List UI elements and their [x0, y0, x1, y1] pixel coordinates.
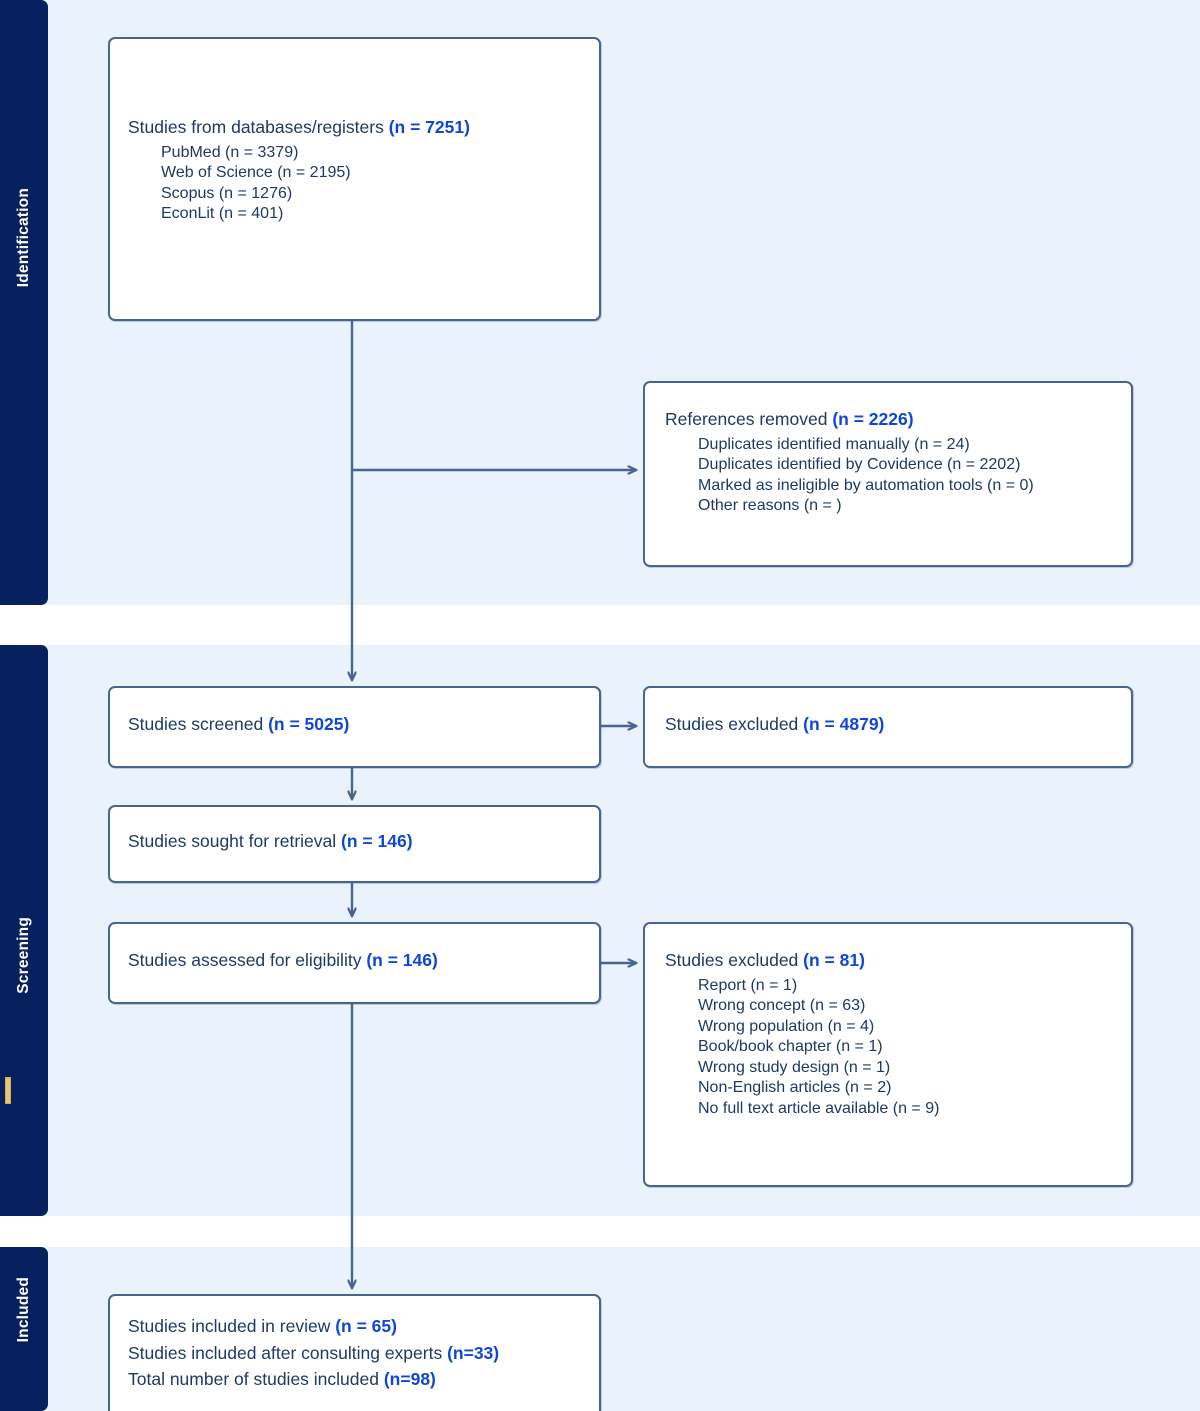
box-content: Studies assessed for eligibility (n = 14… [128, 950, 438, 970]
list-item: Duplicates identified manually (n = 24) [698, 435, 970, 453]
list-item: Non-English articles (n = 2) [698, 1079, 892, 1096]
box-studies-from-databases[interactable]: Studies from databases/registers (n = 72… [108, 37, 601, 321]
box-content: Studies excluded (n = 81) Report (n = 1)… [665, 950, 940, 1121]
box-content: Studies from databases/registers (n = 72… [128, 117, 470, 227]
list-item: Marked as ineligible by automation tools… [698, 476, 1034, 494]
box-studies-screened[interactable]: Studies screened (n = 5025) [108, 686, 601, 768]
heading-count: (n = 146) [341, 831, 413, 851]
line-count: (n=98) [383, 1369, 436, 1389]
heading-count: (n = 5025) [268, 714, 350, 734]
line-count: (n=33) [447, 1342, 500, 1363]
box-content: Studies excluded (n = 4879) [665, 714, 885, 734]
line-count: (n = 65) [335, 1316, 397, 1336]
box-studies-excluded-eligibility[interactable]: Studies excluded (n = 81) Report (n = 1)… [643, 922, 1133, 1187]
list-item: PubMed (n = 3379) [161, 143, 299, 161]
box-heading: Studies sought for retrieval (n = 146) [128, 831, 413, 851]
stage-bar-identification: Identification [0, 0, 48, 605]
box-heading: Studies excluded (n = 81) [665, 950, 939, 970]
box-content: Studies screened (n = 5025) [128, 714, 350, 734]
line-text: Total number of studies included [128, 1369, 384, 1389]
heading-count: (n = 4879) [803, 714, 885, 734]
box-references-removed[interactable]: References removed (n = 2226) Duplicates… [643, 381, 1133, 567]
heading-text: References removed [665, 409, 833, 429]
box-studies-assessed-for-eligibility[interactable]: Studies assessed for eligibility (n = 14… [108, 922, 601, 1004]
included-line-1: Studies included in review (n = 65) [128, 1316, 499, 1336]
heading-text: Studies from databases/registers [128, 117, 389, 137]
included-line-3: Total number of studies included (n=98) [128, 1369, 499, 1389]
source-list: PubMed (n = 3379) Web of Science (n = 21… [128, 143, 470, 223]
heading-text: Studies screened [128, 714, 269, 734]
box-content: Studies included in review (n = 65) Stud… [128, 1316, 500, 1398]
list-item: Duplicates identified by Covidence (n = … [698, 456, 1021, 473]
stage-label-included: Included [15, 1277, 32, 1343]
heading-text: Studies assessed for eligibility [128, 950, 367, 970]
heading-count: (n = 81) [803, 950, 865, 970]
included-line-2: Studies included after consulting expert… [128, 1342, 500, 1363]
box-heading: Studies from databases/registers (n = 72… [128, 117, 470, 137]
box-studies-sought-for-retrieval[interactable]: Studies sought for retrieval (n = 146) [108, 805, 601, 883]
stage-bar-screening: Screening [0, 645, 48, 1216]
box-content: Studies sought for retrieval (n = 146) [128, 831, 413, 851]
list-item: Wrong study design (n = 1) [698, 1058, 891, 1076]
heading-text: Studies sought for retrieval [128, 831, 342, 851]
reason-list: Duplicates identified manually (n = 24) … [665, 435, 1034, 515]
box-heading: Studies screened (n = 5025) [128, 714, 350, 734]
heading-text: Studies excluded [665, 714, 804, 734]
box-studies-included[interactable]: Studies included in review (n = 65) Stud… [108, 1294, 601, 1411]
list-item: No full text article available (n = 9) [698, 1099, 940, 1117]
list-item: Scopus (n = 1276) [161, 184, 293, 202]
exclusion-reason-list: Report (n = 1) Wrong concept (n = 63) Wr… [665, 976, 940, 1117]
line-text: Studies included after consulting expert… [128, 1342, 448, 1363]
gold-marker-icon [5, 1077, 11, 1104]
box-heading: Studies assessed for eligibility (n = 14… [128, 950, 438, 970]
heading-count: (n = 2226) [832, 409, 914, 429]
box-heading: References removed (n = 2226) [665, 409, 1034, 429]
list-item: EconLit (n = 401) [161, 205, 284, 222]
list-item: Wrong concept (n = 63) [698, 997, 866, 1014]
stage-label-screening: Screening [15, 917, 32, 994]
box-heading: Studies excluded (n = 4879) [665, 714, 885, 734]
heading-text: Studies excluded [665, 950, 804, 970]
list-item: Web of Science (n = 2195) [161, 164, 351, 181]
list-item: Book/book chapter (n = 1) [698, 1038, 883, 1055]
list-item: Wrong population (n = 4) [698, 1017, 875, 1035]
box-content: References removed (n = 2226) Duplicates… [665, 409, 1034, 519]
list-item: Report (n = 1) [698, 976, 798, 994]
heading-count: (n = 146) [366, 950, 438, 970]
stage-label-identification: Identification [15, 188, 32, 288]
box-studies-excluded-screening[interactable]: Studies excluded (n = 4879) [643, 686, 1133, 768]
heading-count: (n = 7251) [388, 117, 470, 137]
list-item: Other reasons (n = ) [698, 497, 842, 514]
line-text: Studies included in review [128, 1316, 336, 1336]
stage-bar-included: Included [0, 1247, 48, 1411]
